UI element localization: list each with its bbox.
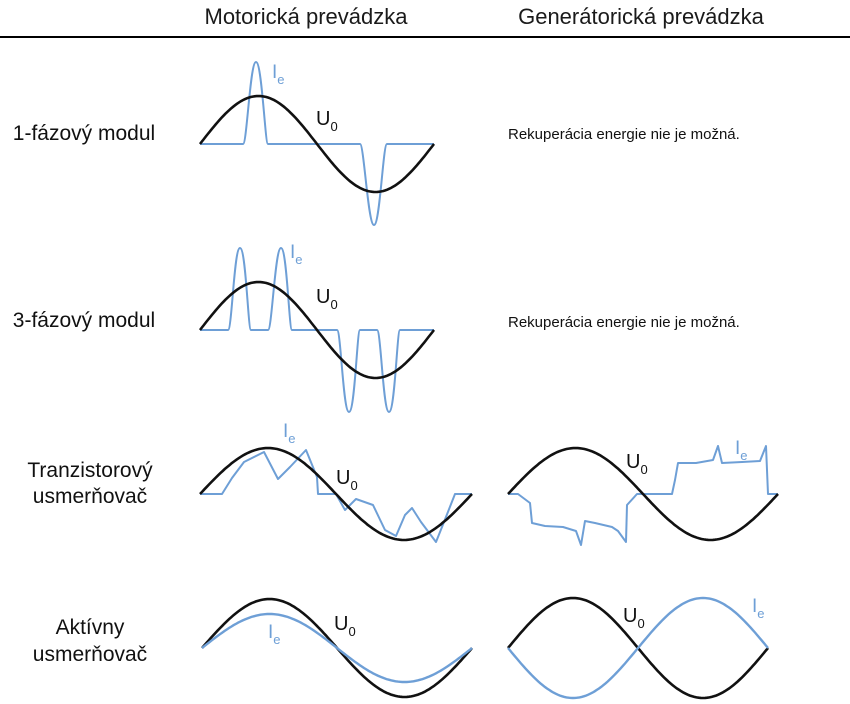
svg-text:U0: U0 [336,467,358,493]
voltage-waveform [198,280,436,380]
row-label-active-line1: Aktívny [56,616,125,639]
header-motor: Motorická prevádzka [205,4,409,29]
voltage-label-row3-generator: U0 [626,451,648,477]
waveform-active-generator [507,596,769,700]
header-generator: Generátorická prevádzka [518,4,765,29]
row-label-transistor-line2: usmerňovač [33,485,147,508]
voltage-label-row3-motor: U0 [336,467,358,493]
voltage-label-row4-motor: U0 [334,613,356,639]
voltage-waveform [198,94,436,194]
current-waveform [200,247,434,413]
current-label-row1: Ie [272,62,285,87]
current-waveform [200,449,472,543]
svg-text:U0: U0 [316,286,338,312]
svg-text:U0: U0 [334,613,356,639]
waveform-transistor-generator [507,445,779,546]
row-label-3-phase: 3-fázový modul [13,309,155,332]
current-label-row4-motor: Ie [268,622,281,647]
row-label-transistor-line1: Tranzistorový [27,459,153,482]
current-waveform [200,61,434,226]
waveform-active-motor [201,597,473,699]
generator-note-1-phase: Rekuperácia energie nie je možná. [508,126,740,143]
row-label-1-phase: 1-fázový modul [13,122,155,145]
current-waveform [201,612,473,684]
svg-text:U0: U0 [316,108,338,134]
svg-text:Ie: Ie [283,421,296,446]
voltage-label-row2: U0 [316,286,338,312]
svg-text:Ie: Ie [268,622,281,647]
voltage-label-row1: U0 [316,108,338,134]
waveform-transistor-motor [199,446,473,543]
generator-note-3-phase: Rekuperácia energie nie je možná. [508,314,740,331]
waveform-1-phase-motor [198,61,436,226]
svg-text:U0: U0 [623,605,645,631]
waveform-3-phase-motor [198,247,436,413]
voltage-waveform [507,446,779,542]
current-waveform [507,596,769,700]
svg-text:Ie: Ie [272,62,285,87]
row-label-active-line2: usmerňovač [33,643,147,666]
svg-text:Ie: Ie [735,438,748,463]
current-label-row2: Ie [290,242,303,267]
current-waveform [508,445,778,546]
current-label-row3-motor: Ie [283,421,296,446]
svg-text:Ie: Ie [290,242,303,267]
svg-text:U0: U0 [626,451,648,477]
svg-text:Ie: Ie [752,596,765,621]
current-label-row4-generator: Ie [752,596,765,621]
voltage-label-row4-generator: U0 [623,605,645,631]
current-label-row3-generator: Ie [735,438,748,463]
voltage-waveform [199,446,473,542]
